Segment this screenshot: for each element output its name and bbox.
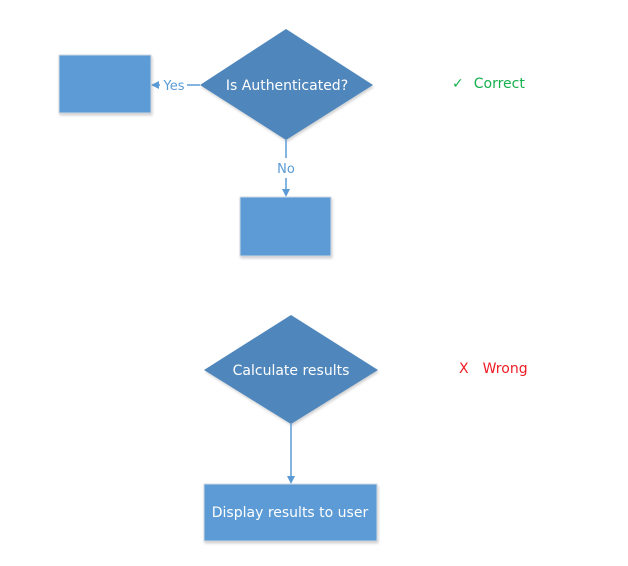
checkmark-icon: ✓ [452,76,464,92]
process-display-results [203,483,378,542]
no-label: No [277,162,295,177]
x-icon: X [459,361,469,377]
verdict-correct-text: Correct [473,76,525,92]
no-target-box [239,196,332,257]
yes-label: Yes [163,79,185,94]
verdict-wrong-text: Wrong [482,361,528,377]
verdict-correct: ✓ Correct [452,76,525,92]
decision-is-authenticated [200,29,373,140]
decision-calculate-results-label: Calculate results [233,363,350,379]
decision-calculate-results [204,315,378,424]
wrong-example: Calculate results Display results to use… [203,315,378,542]
yes-target-box [58,54,152,114]
decision-is-authenticated-label: Is Authenticated? [226,78,348,94]
verdict-wrong: X Wrong [459,361,528,377]
process-display-results-label: Display results to user [212,505,369,521]
correct-example: Yes Is Authenticated? No [58,29,373,257]
